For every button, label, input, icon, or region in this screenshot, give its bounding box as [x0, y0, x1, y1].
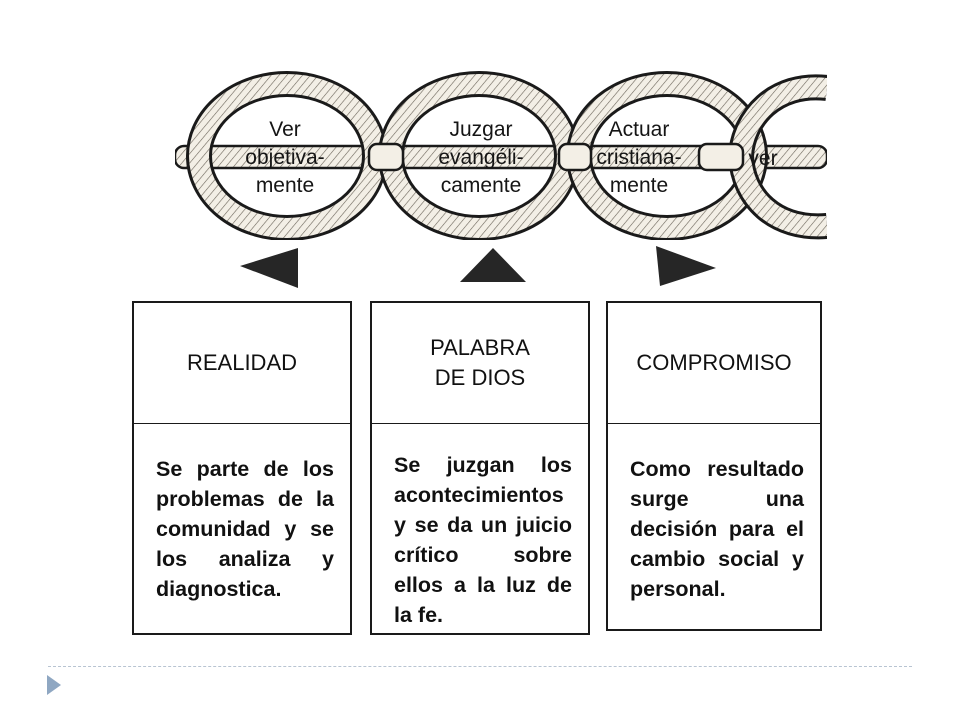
triangle-pointer-center [460, 248, 526, 282]
box-title: PALABRA DE DIOS [372, 303, 588, 424]
triangle-pointer-left [240, 248, 298, 288]
box-palabra-de-dios: PALABRA DE DIOS Se juzgan los acontecimi… [370, 301, 590, 635]
link-label-line: cristiana- [596, 146, 682, 169]
slide-footer-divider [48, 666, 912, 667]
link-label-line: mente [255, 174, 315, 197]
link-label-actuar: Actuar cristiana- mente [576, 116, 702, 200]
link-label-line: Actuar [608, 118, 670, 141]
box-description: Se parte de los problemas de la comunida… [156, 457, 334, 601]
chain-connector-3 [697, 142, 745, 172]
link-label-line: evangéli- [438, 146, 524, 169]
chain-connector-2 [557, 142, 593, 172]
triangle-pointer-right [656, 246, 716, 286]
link-label-line: objetiva- [245, 146, 325, 169]
box-description: Se juzgan los acontecimientos y se da un… [394, 453, 572, 627]
link-label-line: Ver [269, 118, 301, 141]
link-label-ver: Ver objetiva- mente [222, 116, 348, 200]
chain-rope [175, 144, 827, 170]
link-label-line: ver [748, 147, 778, 170]
box-title-line: COMPROMISO [636, 350, 792, 375]
link-label-juzgar: Juzgar evangéli- camente [418, 116, 544, 200]
box-title: COMPROMISO [608, 303, 820, 424]
slide-footer-arrow-icon[interactable] [47, 675, 61, 695]
link-label-line: camente [440, 174, 522, 197]
link-label-partial: ver [735, 145, 791, 173]
link-label-line: mente [609, 174, 669, 197]
box-realidad: REALIDAD Se parte de los problemas de la… [132, 301, 352, 635]
chain-illustration [175, 71, 827, 240]
box-compromiso: COMPROMISO Como resultado surge una deci… [606, 301, 822, 631]
link-label-line: Juzgar [449, 118, 513, 141]
chain-connector-1 [367, 142, 405, 172]
box-title-line: REALIDAD [186, 350, 298, 375]
box-description: Como resultado surge una decisión para e… [630, 457, 804, 601]
box-title: REALIDAD [134, 303, 350, 424]
box-title-line: PALABRA [430, 335, 530, 360]
box-title-line: DE DIOS [434, 365, 526, 390]
